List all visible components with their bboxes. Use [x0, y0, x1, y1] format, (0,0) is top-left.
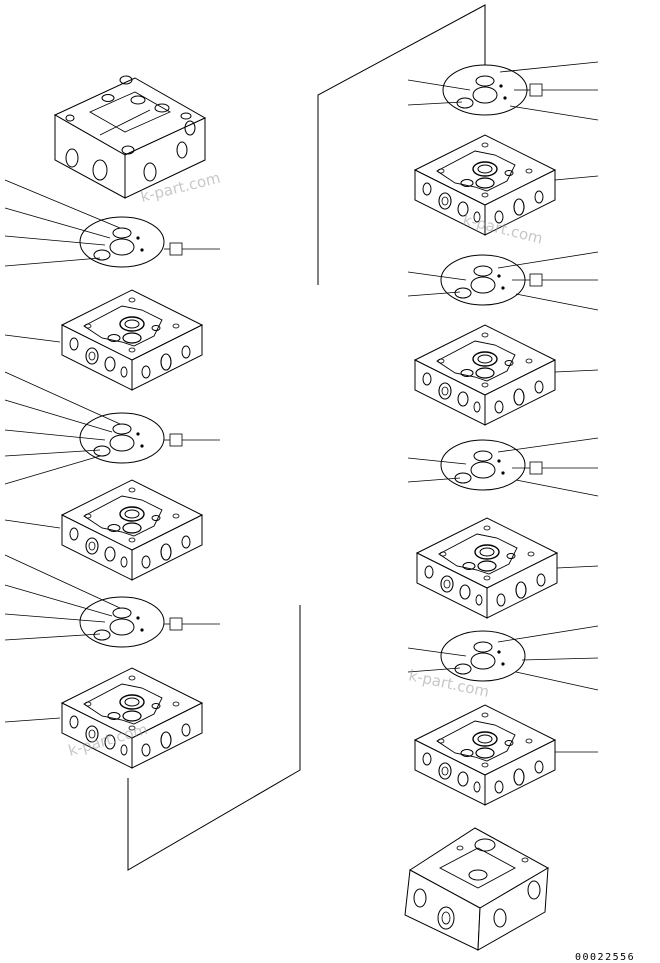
leader-lines-plate-left-2 — [4, 371, 220, 485]
leader-line-block-right-1 — [554, 175, 599, 181]
leader-line-block-left-3 — [4, 717, 61, 723]
leader-lines-plate-left-1 — [4, 179, 220, 267]
valve-section-left-1 — [61, 289, 203, 391]
leader-line-block-right-3 — [556, 565, 599, 569]
valve-section-left-2 — [61, 479, 203, 581]
seal-plate-right-4 — [440, 630, 526, 682]
leader-lines-plate-right-2 — [407, 251, 599, 311]
assembly-connector-line-upper — [317, 4, 486, 285]
leader-lines-plate-right-4 — [407, 625, 599, 691]
leader-line-block-left-2 — [4, 519, 61, 529]
valve-section-right-2 — [414, 324, 556, 426]
valve-section-right-3 — [416, 517, 558, 619]
assembly-connector-line-lower — [127, 605, 301, 871]
leader-lines-plate-left-3 — [4, 554, 220, 641]
leader-lines-plate-right-1 — [407, 61, 599, 121]
seal-plate-left-3 — [79, 596, 165, 648]
seal-plate-left-1 — [79, 216, 165, 268]
leader-line-block-left-1 — [4, 334, 61, 343]
end-block-bottom-right — [404, 827, 550, 951]
seal-plate-left-2 — [79, 412, 165, 464]
seal-plate-right-3 — [440, 439, 526, 491]
end-block-top-left — [53, 75, 207, 199]
drawing-code: 00022556 — [575, 952, 635, 963]
leader-lines-plate-right-3 — [407, 437, 599, 497]
valve-section-right-4 — [414, 704, 556, 806]
leader-line-block-right-2 — [554, 369, 599, 373]
